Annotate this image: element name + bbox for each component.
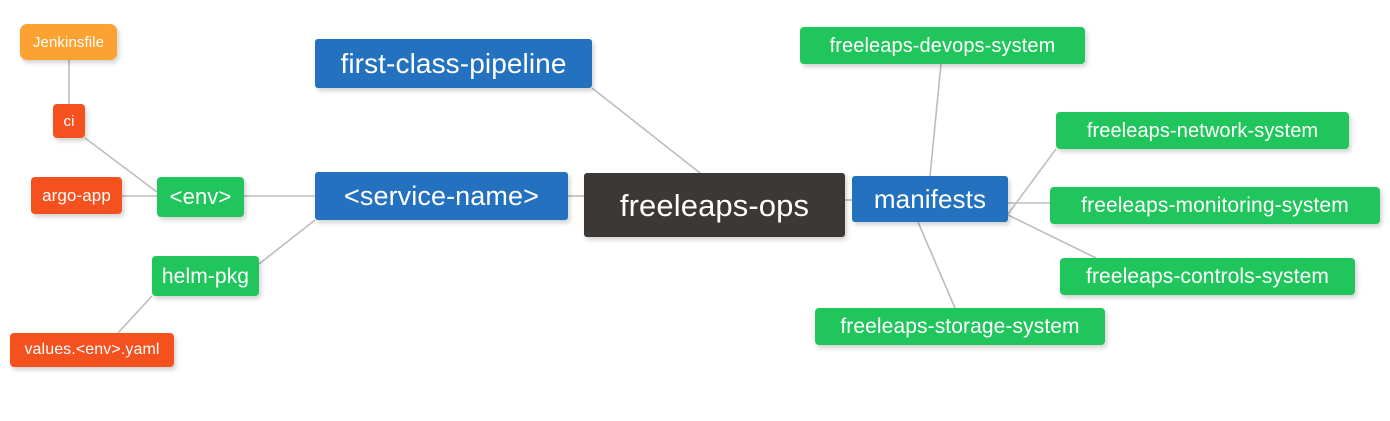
node-argo-app[interactable]: argo-app	[31, 177, 122, 214]
node-label: <env>	[169, 184, 232, 209]
node-ci[interactable]: ci	[53, 104, 85, 138]
edge-manifests-to-freeleaps-devops-system	[929, 63, 942, 177]
edge-service-name-to-helm-pkg	[258, 219, 316, 265]
node-label: values.<env>.yaml	[24, 341, 160, 358]
edge-first-class-pipeline-to-freeleaps-ops	[591, 87, 701, 174]
node-label: ci	[63, 112, 75, 130]
node-service-name[interactable]: <service-name>	[315, 172, 568, 220]
node-freeleaps-controls-system[interactable]: freeleaps-controls-system	[1060, 258, 1355, 295]
edge-manifests-to-freeleaps-network-system	[1007, 148, 1057, 215]
node-label: manifests	[873, 184, 987, 214]
node-manifests[interactable]: manifests	[852, 176, 1008, 222]
node-values-yaml[interactable]: values.<env>.yaml	[10, 333, 174, 367]
node-label: Jenkinsfile	[32, 33, 105, 51]
node-jenkinsfile[interactable]: Jenkinsfile	[20, 24, 117, 60]
node-label: freeleaps-monitoring-system	[1081, 194, 1349, 217]
node-label: helm-pkg	[161, 264, 250, 288]
node-freeleaps-ops[interactable]: freeleaps-ops	[584, 173, 845, 237]
node-label: <service-name>	[344, 180, 539, 211]
node-label: freeleaps-ops	[619, 187, 810, 223]
node-label: freeleaps-devops-system	[829, 34, 1056, 57]
node-label: freeleaps-network-system	[1086, 119, 1319, 142]
node-label: argo-app	[42, 186, 111, 205]
node-first-class-pipeline[interactable]: first-class-pipeline	[315, 39, 592, 88]
node-label: freeleaps-controls-system	[1086, 265, 1329, 288]
edge-manifests-to-freeleaps-storage-system	[917, 221, 956, 309]
node-freeleaps-devops-system[interactable]: freeleaps-devops-system	[800, 27, 1085, 64]
node-freeleaps-network-system[interactable]: freeleaps-network-system	[1056, 112, 1349, 149]
edge-helm-pkg-to-values-yaml	[117, 295, 153, 334]
node-helm-pkg[interactable]: helm-pkg	[152, 256, 259, 296]
node-label: freeleaps-storage-system	[840, 315, 1080, 338]
node-label: first-class-pipeline	[340, 47, 567, 79]
node-env[interactable]: <env>	[157, 177, 244, 217]
node-freeleaps-storage-system[interactable]: freeleaps-storage-system	[815, 308, 1105, 345]
node-freeleaps-monitoring-system[interactable]: freeleaps-monitoring-system	[1050, 187, 1380, 224]
